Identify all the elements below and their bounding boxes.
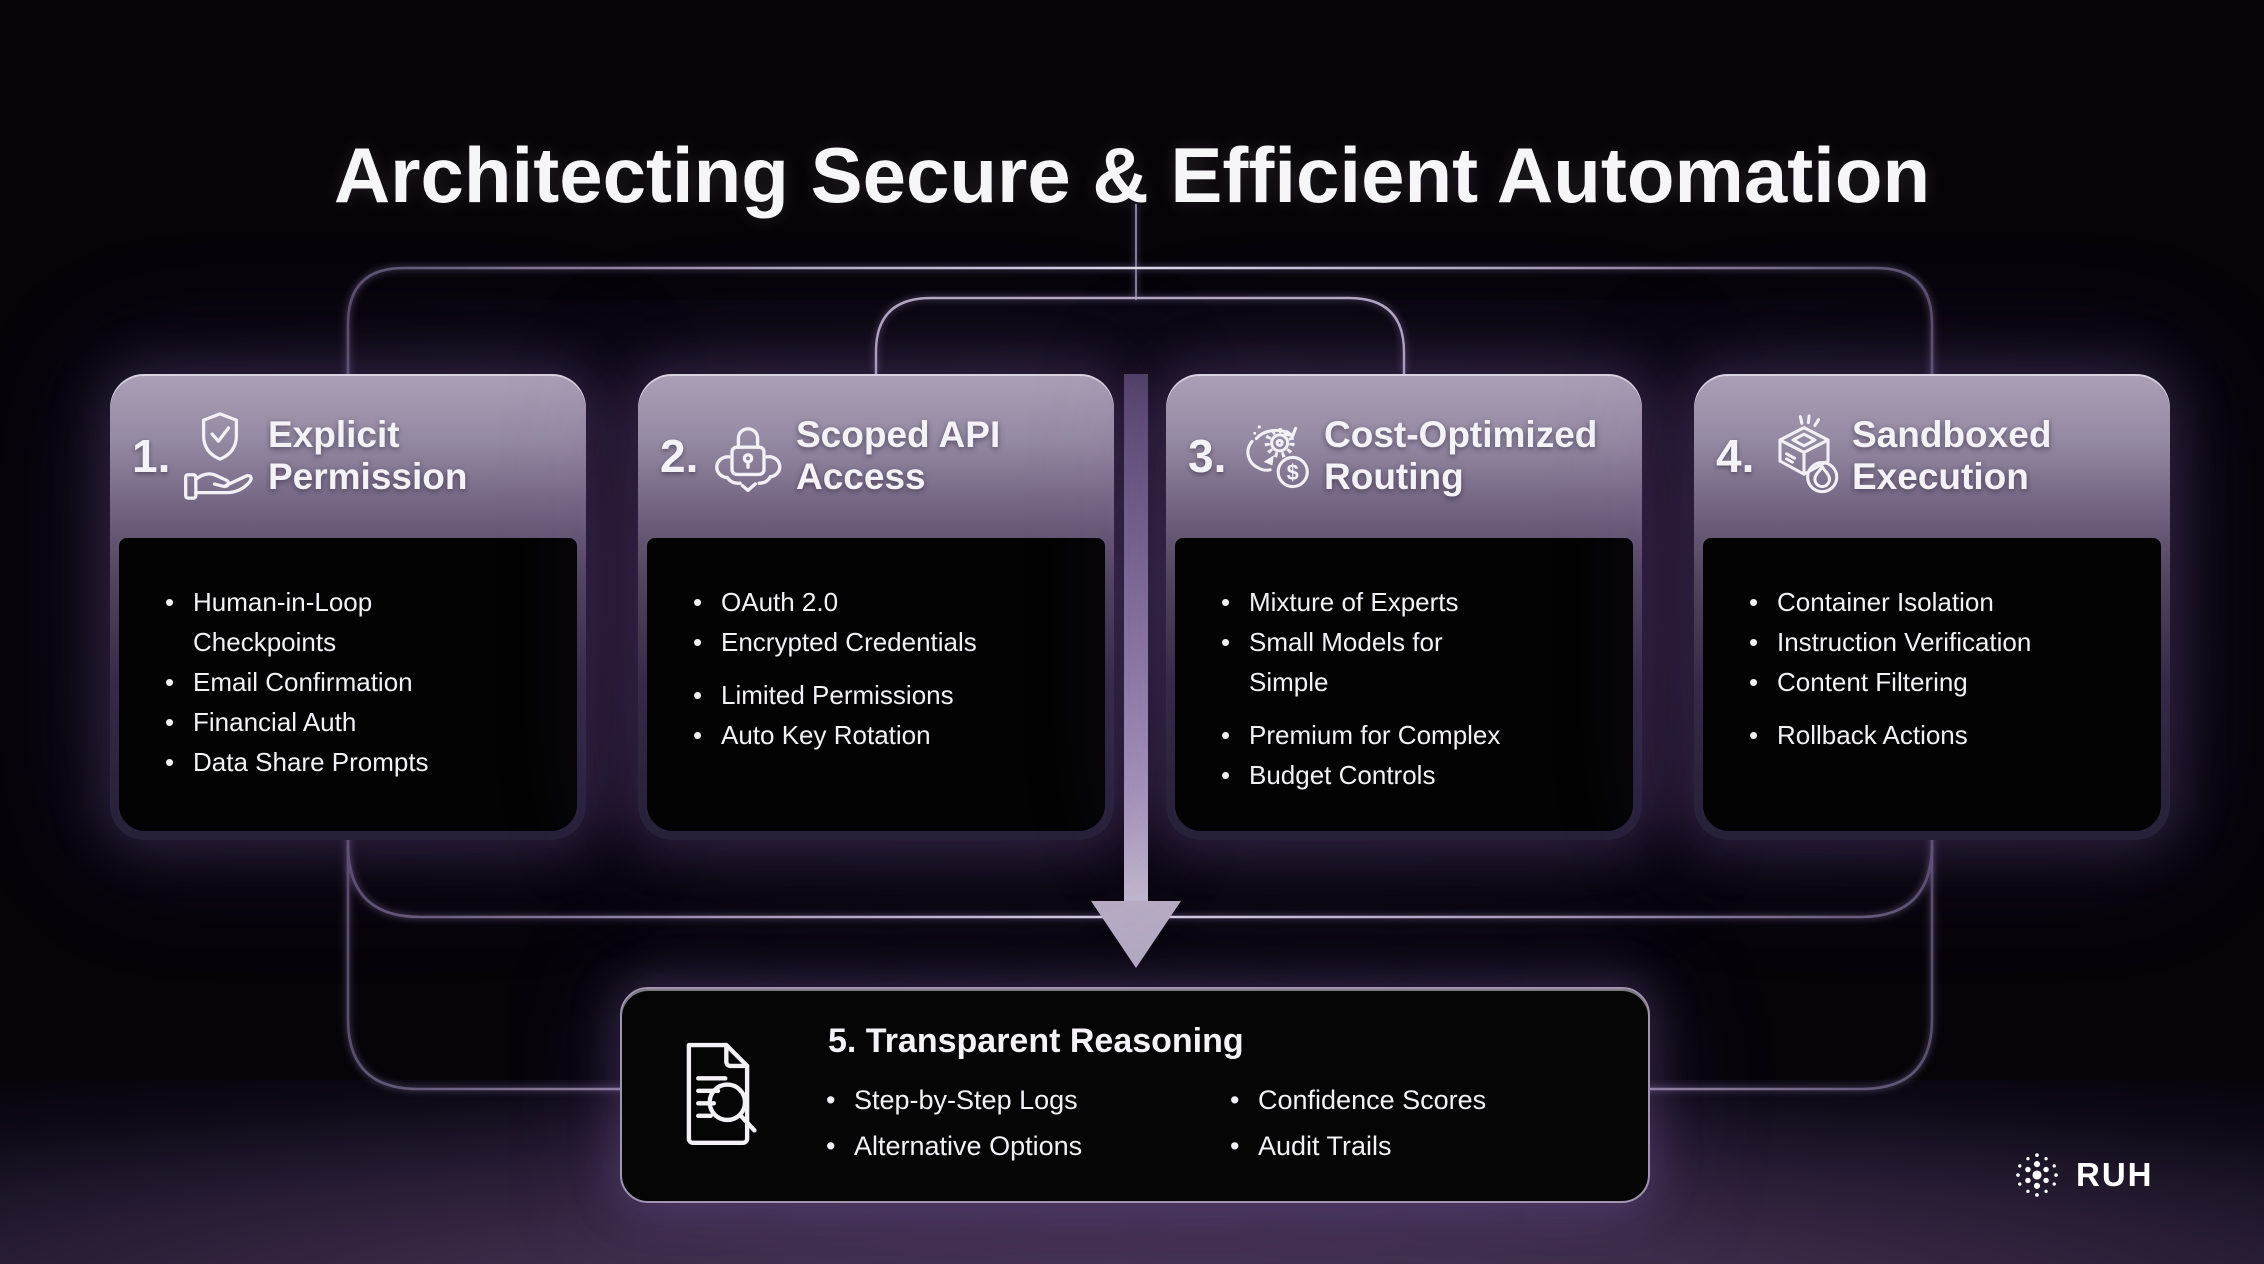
bullet-group: Human-in-Loop CheckpointsEmail Confirmat…: [163, 582, 563, 782]
document-magnifier-icon: [666, 1036, 770, 1154]
bullet-item: Financial Auth: [163, 702, 563, 742]
dot-burst-logo-icon: [2016, 1153, 2058, 1197]
bullet-item: Alternative Options: [824, 1123, 1228, 1169]
summary-content: 5. Transparent Reasoning Step-by-Step Lo…: [796, 1022, 1632, 1169]
bullet-item: Encrypted Credentials: [691, 622, 1091, 662]
gear-cycle-dollar-icon: $: [1236, 392, 1316, 520]
bullet-item: Small Models for Simple: [1219, 622, 1619, 702]
sandbox-cube-flame-icon: [1764, 392, 1844, 520]
card-header: 3. $ Cost-Optimized Routing: [1166, 374, 1642, 538]
summary-column-right: Confidence ScoresAudit Trails: [1228, 1077, 1632, 1169]
bullet-item: Auto Key Rotation: [691, 715, 1091, 755]
card-number: 2.: [660, 430, 699, 482]
bullet-item: Rollback Actions: [1747, 715, 2147, 755]
padlock-cloud-icon: [708, 392, 788, 520]
card-sandboxed-execution: 4. Sandboxed Execution Container Isolati…: [1694, 374, 2170, 840]
card-number: 3.: [1188, 430, 1227, 482]
ruh-logo: RUH: [2008, 1146, 2154, 1204]
bullet-item: Premium for Complex: [1219, 715, 1619, 755]
card-bullets: Container IsolationInstruction Verificat…: [1703, 538, 2161, 831]
bullet-group: Premium for ComplexBudget Controls: [1219, 715, 1619, 795]
summary-column-left: Step-by-Step LogsAlternative Options: [824, 1077, 1228, 1169]
card-title: Sandboxed Execution: [1852, 413, 2052, 497]
bullet-item: Data Share Prompts: [163, 742, 563, 782]
card-title: Cost-Optimized Routing: [1324, 413, 1598, 497]
card-title: Scoped API Access: [796, 413, 1001, 497]
card-scoped-api-access: 2. Scoped API Access OAuth 2.0Encrypted …: [638, 374, 1114, 840]
card-number: 1.: [132, 430, 171, 482]
bullet-item: Instruction Verification: [1747, 622, 2147, 662]
shield-check-hand-icon: [180, 392, 260, 520]
bullet-group: Limited PermissionsAuto Key Rotation: [691, 675, 1091, 755]
card-number: 4.: [1716, 430, 1755, 482]
inner-connector: [874, 296, 1406, 374]
logo-text: RUH: [2076, 1156, 2154, 1193]
bullet-item: Content Filtering: [1747, 662, 2147, 702]
card-bullets: OAuth 2.0Encrypted CredentialsLimited Pe…: [647, 538, 1105, 831]
bullet-group: Rollback Actions: [1747, 715, 2147, 755]
bullet-item: Audit Trails: [1228, 1123, 1632, 1169]
card-bullets: Mixture of ExpertsSmall Models for Simpl…: [1175, 538, 1633, 831]
card-header: 1. Explicit Permission: [110, 374, 586, 538]
flow-down-arrow: [1091, 374, 1181, 968]
bullet-item: Limited Permissions: [691, 675, 1091, 715]
card-header: 4. Sandboxed Execution: [1694, 374, 2170, 538]
bullet-item: Budget Controls: [1219, 755, 1619, 795]
bullet-item: Mixture of Experts: [1219, 582, 1619, 622]
card-transparent-reasoning: 5. Transparent Reasoning Step-by-Step Lo…: [620, 987, 1650, 1203]
bullet-item: OAuth 2.0: [691, 582, 1091, 622]
summary-title: 5. Transparent Reasoning: [828, 1021, 1244, 1060]
svg-text:$: $: [1287, 460, 1299, 485]
card-bullets: Human-in-Loop CheckpointsEmail Confirmat…: [119, 538, 577, 831]
bullet-group: OAuth 2.0Encrypted Credentials: [691, 582, 1091, 662]
bullet-item: Container Isolation: [1747, 582, 2147, 622]
card-explicit-permission: 1. Explicit Permission Human-in-Loop Che…: [110, 374, 586, 840]
card-cost-optimized-routing: 3. $ Cost-Optimized Routing: [1166, 374, 1642, 840]
bullet-item: Human-in-Loop Checkpoints: [163, 582, 563, 662]
bullet-group: Mixture of ExpertsSmall Models for Simpl…: [1219, 582, 1619, 702]
bullet-item: Email Confirmation: [163, 662, 563, 702]
outer-connector: [346, 266, 1934, 1091]
bullet-group: Container IsolationInstruction Verificat…: [1747, 582, 2147, 702]
page-title: Architecting Secure & Efficient Automati…: [333, 131, 1931, 220]
bullet-item: Confidence Scores: [1228, 1077, 1632, 1123]
bullet-item: Step-by-Step Logs: [824, 1077, 1228, 1123]
card-title: Explicit Permission: [268, 413, 468, 497]
summary-bullets: Step-by-Step LogsAlternative Options Con…: [824, 1077, 1632, 1169]
card-header: 2. Scoped API Access: [638, 374, 1114, 538]
